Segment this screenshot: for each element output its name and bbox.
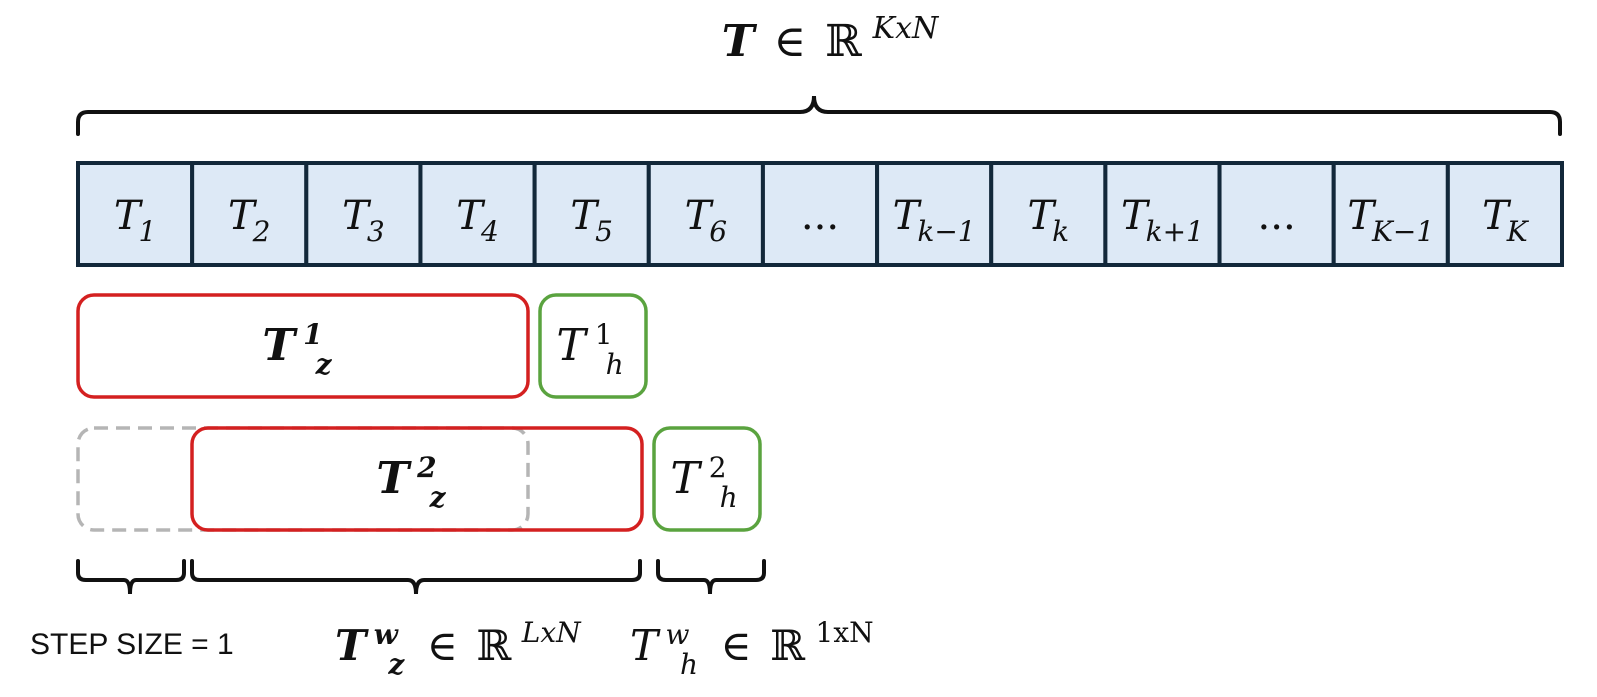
sequence-cell-label: T1 <box>114 193 157 248</box>
sequence-cell: T4 <box>418 161 537 267</box>
sequence-cell-label: T2 <box>228 193 271 248</box>
sequence-cell-label: T5 <box>570 193 613 248</box>
title-dims: KxN <box>872 11 940 46</box>
sequence-cell: T3 <box>304 161 423 267</box>
sequence-row: T1 T2 T3 T4 T5 T6... Tk−1 Tk Tk+1... TK−1 TK <box>76 161 1565 267</box>
step-size-label: STEP SIZE = 1 <box>30 628 234 661</box>
window-brace <box>190 559 642 595</box>
sequence-cell-label: Tk−1 <box>893 193 976 248</box>
title-field: ℝ <box>825 16 862 67</box>
sequence-cell-label: Tk <box>1027 193 1069 248</box>
step-brace <box>76 559 186 595</box>
horizon-size-label: T w h ∈ ℝ 1xN <box>630 608 874 684</box>
sequence-cell: ... <box>1217 161 1336 267</box>
sequence-cell-box <box>1103 161 1222 267</box>
sequence-cell-label: TK−1 <box>1347 193 1434 248</box>
sequence-cell-label: T6 <box>685 193 728 248</box>
title-symbol: T <box>722 16 758 67</box>
sequence-cell: T2 <box>190 161 309 267</box>
title-in: ∈ <box>774 16 807 67</box>
svg-text:T ∈ ℝ KxN: T ∈ ℝ KxN <box>722 11 940 67</box>
window-z2-label: T 2 z <box>376 438 447 514</box>
sequence-cell-box <box>875 161 994 267</box>
sequence-cell-label: ... <box>1258 193 1296 239</box>
sequence-cell-box <box>532 161 651 267</box>
top-brace <box>76 95 1562 136</box>
sequence-cell-label: T4 <box>456 193 499 248</box>
sequence-cell: Tk+1 <box>1103 161 1222 267</box>
window-h1-label: T 1 h <box>556 305 623 381</box>
sequence-cell-label: Tk+1 <box>1121 193 1204 248</box>
sequence-cell: T1 <box>76 161 195 267</box>
sequence-cell-box <box>989 161 1108 267</box>
sequence-cell-label: TK <box>1482 193 1530 248</box>
sequence-cell: T6 <box>646 161 765 267</box>
sequence-cell-box <box>1445 161 1565 267</box>
sequence-cell: Tk−1 <box>875 161 994 267</box>
window-size-label: T w z ∈ ℝ LxN <box>335 608 582 684</box>
sequence-cell: T5 <box>532 161 651 267</box>
horizon-brace <box>656 559 766 595</box>
window-h1-box <box>538 293 648 399</box>
sequence-cell: ... <box>760 161 880 267</box>
sequence-cell: TK−1 <box>1331 161 1450 267</box>
title-formula: T ∈ ℝ KxN <box>722 11 940 67</box>
window-z2-box <box>190 426 644 532</box>
window-z1-box <box>76 293 530 399</box>
sequence-cell: Tk <box>989 161 1108 267</box>
sequence-cell-box <box>646 161 765 267</box>
previous-window-dashed <box>76 426 530 532</box>
window-h2-label: T 2 h <box>670 438 737 514</box>
window-z1-label: T 1 z <box>262 305 333 381</box>
sequence-cell-label: ... <box>801 193 839 239</box>
window-h2-box <box>652 426 762 532</box>
sequence-cell: TK <box>1445 161 1565 267</box>
sequence-cell-label: T3 <box>342 193 385 248</box>
sequence-cell-box <box>1217 161 1336 267</box>
sequence-cell-box <box>1331 161 1450 267</box>
sequence-cell-box <box>76 161 195 267</box>
